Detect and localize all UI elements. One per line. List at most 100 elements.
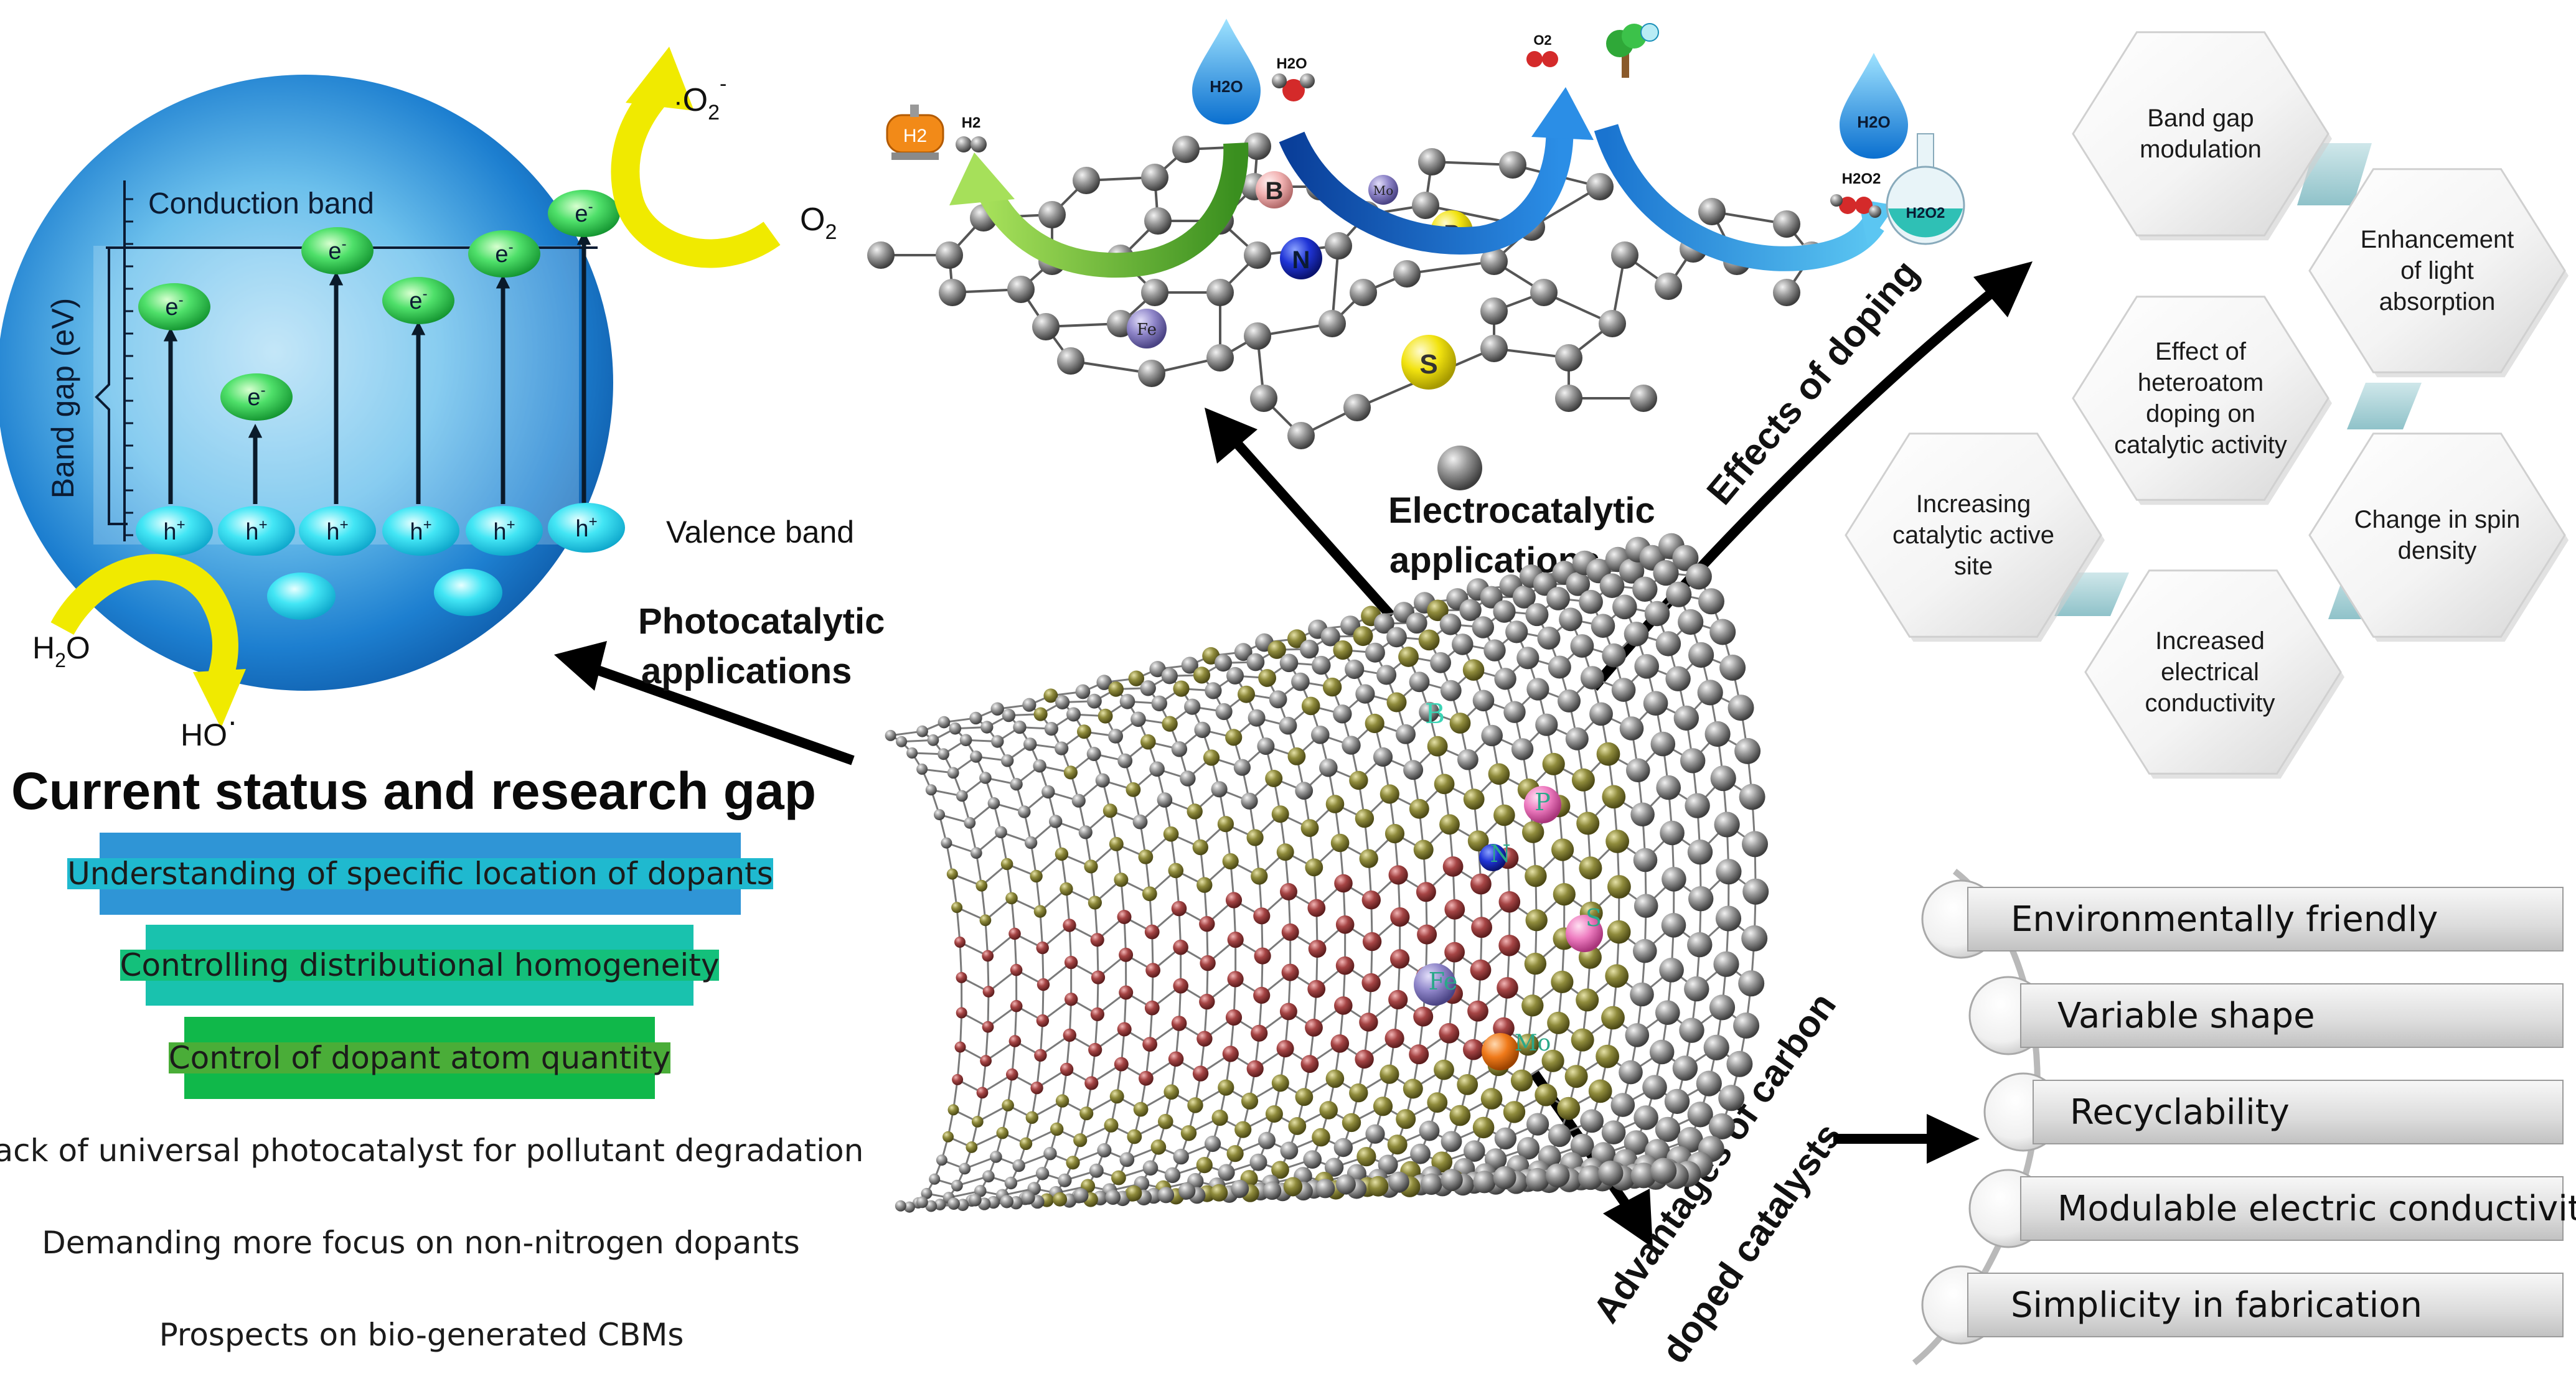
- tube-atom: [1307, 980, 1326, 998]
- tube-atom: [1006, 1068, 1018, 1081]
- tube-atom: [1388, 865, 1408, 885]
- nanotube-phosphorus: P: [1524, 786, 1561, 823]
- tube-atom: [1355, 1049, 1374, 1069]
- tube-atom: [1708, 1113, 1735, 1139]
- tube-atom: [1300, 1055, 1319, 1073]
- tube-atom: [982, 1021, 994, 1033]
- sheet-carbon-atom: [867, 241, 895, 269]
- tube-atom: [982, 986, 995, 998]
- tube-atom: [1226, 1145, 1244, 1162]
- tube-atom: [1687, 932, 1713, 958]
- status-item-label: Controlling distributional homogeneity: [120, 947, 720, 983]
- tube-atom: [1193, 666, 1211, 684]
- tube-atom: [1279, 1003, 1297, 1021]
- tube-atom: [1205, 682, 1222, 699]
- electron: e-: [220, 373, 293, 421]
- tube-atom: [1650, 1157, 1677, 1184]
- tube-atom: [1334, 996, 1353, 1015]
- tube-atom: [1178, 1182, 1196, 1200]
- tube-atom: [1625, 1023, 1650, 1047]
- tube-atom: [1365, 1124, 1385, 1144]
- tube-atom: [951, 902, 963, 914]
- tube-atom: [1728, 694, 1754, 721]
- svg-text:H2O: H2O: [1276, 55, 1307, 72]
- tube-atom: [895, 1200, 906, 1212]
- hydrogen-tank-icon: H2: [886, 105, 944, 160]
- tube-atom: [1162, 716, 1178, 732]
- tube-atom: [1308, 940, 1327, 958]
- tube-atom: [1738, 970, 1765, 997]
- sheet-carbon-atom: [1586, 173, 1614, 200]
- status-item-2: Controlling distributional homogeneity: [120, 925, 720, 1006]
- tube-atom: [1196, 877, 1213, 893]
- electron: e-: [301, 227, 374, 274]
- tube-atom: [1481, 724, 1503, 747]
- tube-atom: [1673, 705, 1699, 731]
- tube-atom: [1301, 696, 1320, 716]
- tube-atom: [1655, 1116, 1681, 1143]
- tube-atom: [1222, 1045, 1239, 1062]
- tube-atom: [1117, 753, 1133, 769]
- tube-atom: [1342, 1113, 1361, 1133]
- tube-atom: [1098, 708, 1113, 724]
- tube-atom: [1257, 737, 1275, 755]
- status-item-3: Control of dopant atom quantity: [168, 1017, 671, 1099]
- tube-atom: [1022, 698, 1037, 712]
- tube-atom: [1488, 763, 1510, 785]
- tube-atom: [1601, 1006, 1625, 1030]
- hex-label-light-absorption: Enhancement of light absorption: [2360, 226, 2514, 316]
- tube-atom: [1218, 1164, 1235, 1181]
- tube-atom: [1079, 1106, 1094, 1121]
- tube-atom: [1008, 927, 1021, 940]
- sulfur-atom: S: [1401, 335, 1456, 390]
- tube-atom: [1077, 724, 1091, 739]
- tube-atom: [1055, 741, 1069, 755]
- tube-atom: [1222, 853, 1239, 870]
- tube-atom: [1444, 899, 1465, 920]
- tube-atom: [1217, 816, 1234, 833]
- tube-atom: [1335, 956, 1355, 975]
- tube-atom: [1133, 1101, 1149, 1117]
- tube-atom: [1010, 963, 1023, 976]
- svg-text:N: N: [1490, 840, 1510, 867]
- tube-atom: [1333, 1138, 1353, 1157]
- tube-atom: [1204, 1135, 1221, 1153]
- nanotube-atoms: [885, 533, 1769, 1213]
- tube-atom: [1570, 1133, 1594, 1157]
- holes: h+ h+ h+ h+ h+ h+: [136, 503, 625, 620]
- tube-atom: [1598, 1161, 1624, 1186]
- svg-text:e-: e-: [409, 286, 427, 314]
- tube-atom: [1173, 939, 1188, 955]
- tube-atom: [1677, 1127, 1703, 1153]
- tube-atom: [1025, 1111, 1039, 1124]
- tube-atom: [1463, 788, 1485, 810]
- tube-atom: [1656, 775, 1681, 800]
- svg-text:N: N: [1292, 246, 1310, 274]
- nanotube-iron: Fe: [1414, 963, 1457, 1006]
- tube-atom: [1117, 1022, 1132, 1037]
- tube-atom: [1330, 833, 1350, 853]
- tube-atom: [1559, 607, 1582, 632]
- tube-atom: [1386, 627, 1407, 648]
- sheet-carbon-atom: [1530, 279, 1558, 306]
- nanotube-sulfur: S: [1566, 904, 1603, 952]
- tube-atom: [1151, 695, 1168, 712]
- tube-atom: [1319, 1101, 1338, 1120]
- tube-atom: [1119, 985, 1134, 1000]
- tube-atom: [1215, 703, 1233, 721]
- tube-atom: [1713, 951, 1739, 977]
- tube-atom: [1611, 678, 1636, 702]
- sheet-carbon-atom: [1773, 210, 1800, 238]
- tube-atom: [1271, 805, 1289, 823]
- tube-atom: [971, 1116, 984, 1128]
- svg-text:H2O: H2O: [1857, 113, 1890, 131]
- sheet-carbon-atom: [1350, 279, 1377, 306]
- electron: e-: [382, 277, 454, 324]
- tube-atom: [1599, 573, 1625, 598]
- tube-atom: [996, 1126, 1009, 1139]
- hole: h+: [466, 506, 543, 556]
- tube-atom: [1696, 1070, 1722, 1096]
- tube-atom: [1441, 1169, 1463, 1191]
- sheet-carbon-atom: [1206, 279, 1234, 306]
